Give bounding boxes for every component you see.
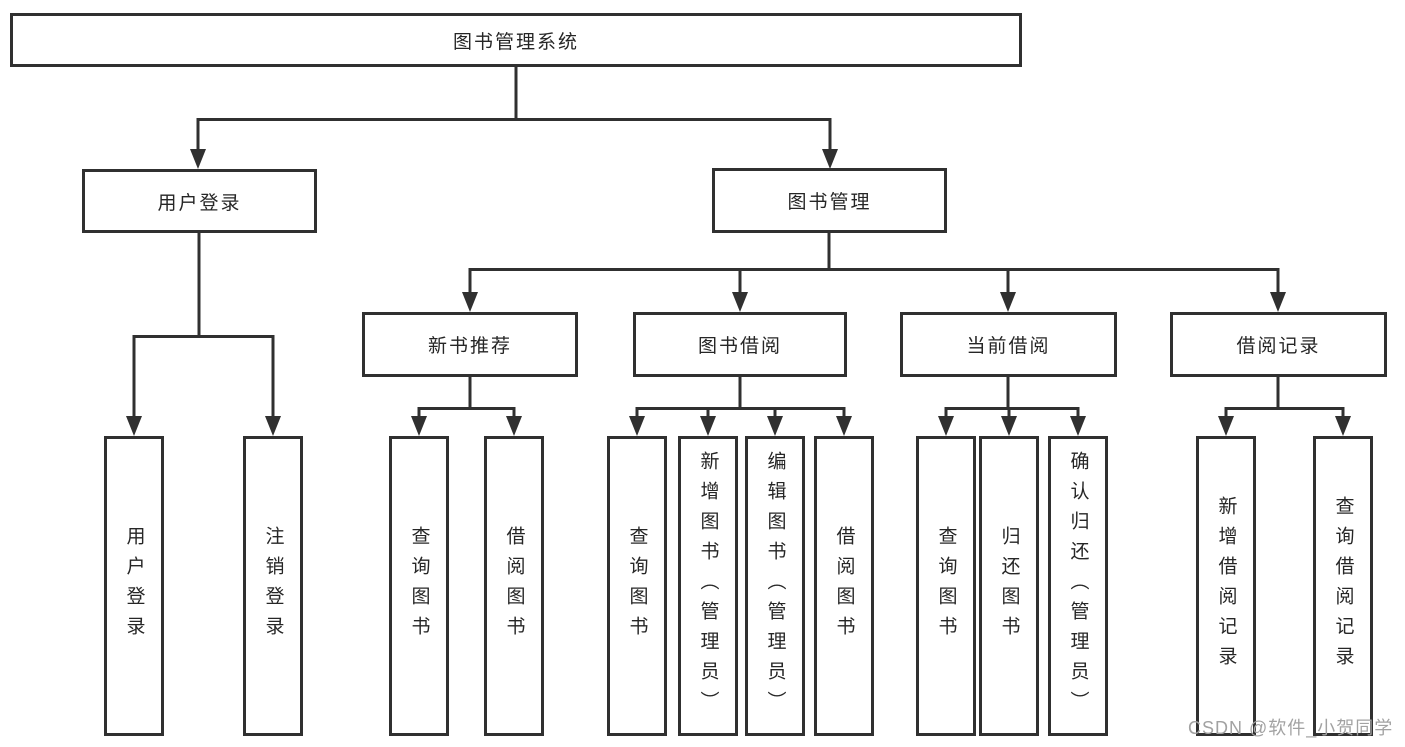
connector-new-book-children <box>417 377 516 416</box>
connector-root-to-level2 <box>196 67 832 149</box>
leaf-query-books-current: 查询图书 <box>916 436 976 736</box>
arrowhead-icon <box>732 292 748 312</box>
connector-book-borrowing-children <box>635 377 846 416</box>
leaf-borrow-books-recommend-label: 借阅图书 <box>503 526 525 646</box>
connector-user-login-children <box>132 233 275 416</box>
node-book-borrowing-label: 图书借阅 <box>697 336 782 357</box>
node-borrowing-records-label: 借阅记录 <box>1236 336 1321 357</box>
leaf-query-borrow-record: 查询借阅记录 <box>1313 436 1373 736</box>
connector-current-borrowing-children <box>944 377 1080 416</box>
arrowhead-icon <box>1270 292 1286 312</box>
arrowhead-icon <box>506 416 522 436</box>
arrowhead-icon <box>822 149 838 169</box>
arrowhead-icon <box>1070 416 1086 436</box>
node-new-book-recommendation: 新书推荐 <box>362 312 578 377</box>
node-root-label: 图书管理系统 <box>452 31 579 53</box>
leaf-query-books-current-label: 查询图书 <box>935 526 957 646</box>
node-book-management-label: 图书管理 <box>787 192 872 213</box>
leaf-borrow-books-borrowing: 借阅图书 <box>814 436 874 736</box>
node-current-borrowing-label: 当前借阅 <box>966 336 1051 357</box>
leaf-user-login-label: 用户登录 <box>123 526 145 646</box>
leaf-confirm-return-admin: 确认归还（管理员） <box>1048 436 1108 736</box>
leaf-return-book-label: 归还图书 <box>998 526 1020 646</box>
leaf-borrow-books-borrowing-label: 借阅图书 <box>833 526 855 646</box>
arrowhead-icon <box>462 292 478 312</box>
connector-book-management-children <box>468 233 1280 292</box>
node-current-borrowing: 当前借阅 <box>900 312 1117 377</box>
node-book-borrowing: 图书借阅 <box>633 312 847 377</box>
leaf-confirm-return-admin-label: 确认归还（管理员） <box>1067 451 1089 721</box>
watermark: CSDN @软件_小贺同学 <box>1188 718 1394 738</box>
arrowhead-icon <box>411 416 427 436</box>
leaf-user-login: 用户登录 <box>104 436 164 736</box>
leaf-return-book: 归还图书 <box>979 436 1039 736</box>
leaf-query-books-borrowing: 查询图书 <box>607 436 667 736</box>
leaf-add-borrow-record: 新增借阅记录 <box>1196 436 1256 736</box>
leaf-edit-book-admin: 编辑图书（管理员） <box>745 436 805 736</box>
leaf-logout: 注销登录 <box>243 436 303 736</box>
node-new-book-recommendation-label: 新书推荐 <box>427 336 512 357</box>
arrowhead-icon <box>938 416 954 436</box>
node-root: 图书管理系统 <box>10 13 1022 67</box>
leaf-add-book-admin-label: 新增图书（管理员） <box>697 451 719 721</box>
node-borrowing-records: 借阅记录 <box>1170 312 1387 377</box>
arrowhead-icon <box>629 416 645 436</box>
connector-borrowing-records-children <box>1224 377 1345 416</box>
leaf-add-borrow-record-label: 新增借阅记录 <box>1215 496 1237 676</box>
arrowhead-icon <box>836 416 852 436</box>
leaf-query-books-borrowing-label: 查询图书 <box>626 526 648 646</box>
leaf-borrow-books-recommend: 借阅图书 <box>484 436 544 736</box>
leaf-query-borrow-record-label: 查询借阅记录 <box>1332 496 1354 676</box>
arrowhead-icon <box>1218 416 1234 436</box>
arrowhead-icon <box>126 416 142 436</box>
leaf-add-book-admin: 新增图书（管理员） <box>678 436 738 736</box>
node-user-login: 用户登录 <box>82 169 317 233</box>
node-book-management: 图书管理 <box>712 168 947 233</box>
arrowhead-icon <box>700 416 716 436</box>
leaf-logout-label: 注销登录 <box>262 526 284 646</box>
leaf-query-books-recommend: 查询图书 <box>389 436 449 736</box>
arrowhead-icon <box>1335 416 1351 436</box>
arrowhead-icon <box>265 416 281 436</box>
arrowhead-icon <box>767 416 783 436</box>
node-user-login-label: 用户登录 <box>157 192 242 214</box>
leaf-query-books-recommend-label: 查询图书 <box>408 526 430 646</box>
arrowhead-icon <box>190 149 206 169</box>
leaf-edit-book-admin-label: 编辑图书（管理员） <box>764 451 786 721</box>
arrowhead-icon <box>1001 416 1017 436</box>
arrowhead-icon <box>1000 292 1016 312</box>
